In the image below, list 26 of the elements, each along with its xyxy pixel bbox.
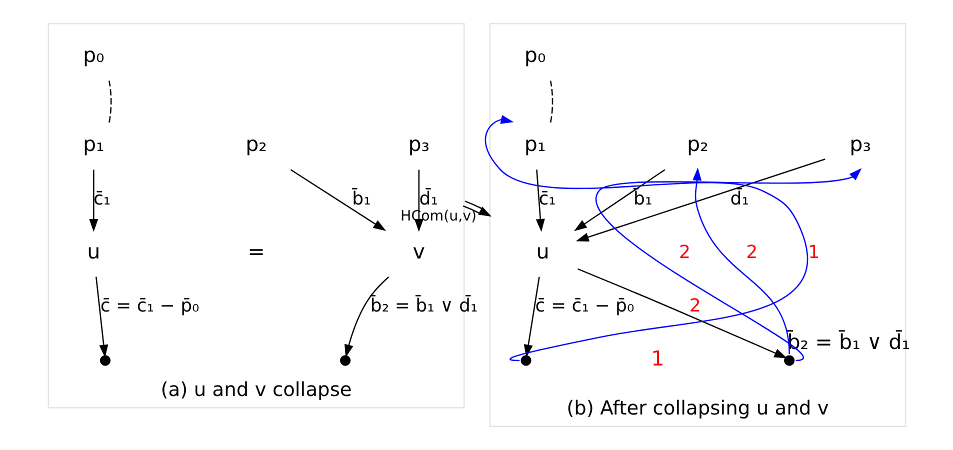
edge-label: d̄₁	[730, 188, 749, 210]
node-text: u	[536, 239, 549, 264]
edge-label: 2	[688, 296, 700, 317]
edge-label: c̄₁	[538, 188, 556, 210]
node-text: p₁	[524, 132, 546, 156]
node-text: p₁	[82, 132, 104, 156]
edge-label: c̄₁	[92, 188, 110, 210]
edge-label: b̄₁	[633, 188, 652, 210]
node-text: v	[412, 239, 425, 264]
edge-label: c̄ = c̄₁ − p̄₀	[100, 296, 199, 317]
node-text: p₂	[686, 132, 708, 156]
edge-label: b̄₂ = b̄₁ ∨ d̄₁	[370, 296, 478, 317]
edge-label: 1	[808, 242, 820, 264]
edge-label: d̄₁	[418, 188, 438, 210]
label: =	[247, 239, 264, 264]
node-text: p₃	[849, 132, 871, 156]
edge-label: 2	[678, 242, 690, 264]
edge-label: c̄ = c̄₁ − p̄₀	[534, 296, 634, 317]
node-text: p₀	[524, 43, 546, 68]
node-text: p₃	[408, 132, 430, 156]
edge-label: b̄₁	[352, 188, 370, 210]
node-text: p₂	[245, 132, 266, 156]
edge-label: 2	[746, 242, 758, 264]
label: 1	[650, 346, 664, 370]
node-text: u	[86, 239, 100, 264]
node-text: p₀	[82, 43, 104, 68]
